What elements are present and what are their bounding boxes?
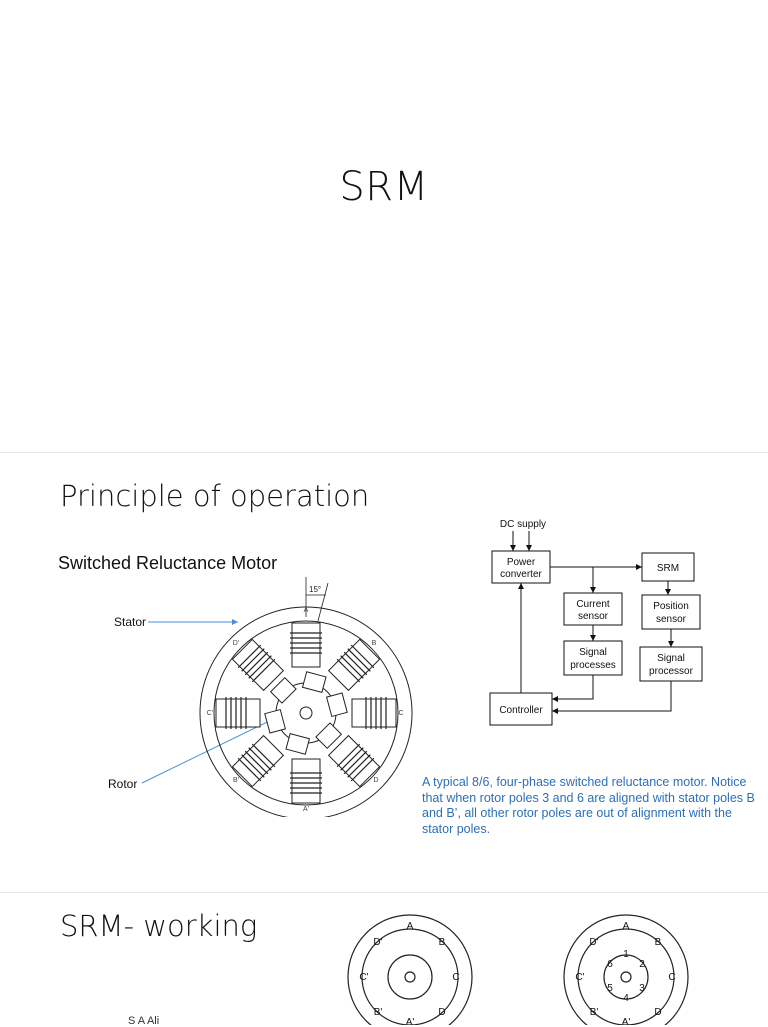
slide-title-text: SRM bbox=[339, 164, 429, 210]
srm-cross-section: 15° A B C D A' B' C' D' bbox=[199, 577, 413, 817]
angle-label: 15° bbox=[309, 585, 321, 594]
rotor-label: Rotor bbox=[108, 777, 138, 791]
svg-text:C': C' bbox=[575, 972, 584, 983]
svg-text:Current: Current bbox=[576, 599, 610, 610]
svg-text:5: 5 bbox=[607, 983, 613, 994]
partial-text: S A Ali bbox=[128, 1015, 160, 1027]
svg-text:B': B' bbox=[233, 777, 239, 784]
svg-text:C': C' bbox=[359, 972, 368, 983]
slide-title: SRM bbox=[0, 0, 768, 452]
svg-text:D: D bbox=[654, 1007, 661, 1018]
principle-heading: Principle of operation bbox=[60, 479, 370, 513]
svg-text:Power: Power bbox=[507, 557, 536, 568]
svg-text:Signal: Signal bbox=[579, 647, 607, 658]
rotor bbox=[264, 671, 348, 755]
svg-text:C: C bbox=[452, 972, 459, 983]
svg-text:B: B bbox=[439, 937, 446, 948]
diagram-caption: A typical 8/6, four-phase switched reluc… bbox=[422, 775, 755, 836]
slide-working: SRM- working S A Ali A B C D A' B' C' D' bbox=[0, 892, 768, 1027]
svg-text:processes: processes bbox=[570, 660, 616, 671]
motor-aligned-diagram: A B C D A' B' C' D' bbox=[347, 914, 473, 1025]
svg-text:2: 2 bbox=[639, 959, 645, 970]
motor-subheading: Switched Reluctance Motor bbox=[58, 553, 278, 573]
dc-supply-label: DC supply bbox=[500, 519, 546, 530]
windings bbox=[225, 632, 387, 794]
slide-principle: Principle of operation Switched Reluctan… bbox=[0, 452, 768, 893]
svg-text:1: 1 bbox=[623, 949, 629, 960]
svg-text:D': D' bbox=[233, 640, 239, 647]
svg-text:sensor: sensor bbox=[578, 611, 609, 622]
svg-text:Signal: Signal bbox=[657, 653, 685, 664]
svg-text:A: A bbox=[623, 921, 630, 932]
svg-text:sensor: sensor bbox=[656, 614, 687, 625]
svg-text:A': A' bbox=[303, 806, 309, 813]
stator-arrowhead bbox=[232, 619, 238, 625]
svg-text:C: C bbox=[398, 710, 403, 717]
svg-text:B': B' bbox=[590, 1007, 599, 1018]
svg-text:C': C' bbox=[207, 710, 213, 717]
svg-text:A': A' bbox=[406, 1017, 415, 1025]
stator-pole-letters: A B C D A' B' C' D' bbox=[207, 607, 404, 813]
stator-inner-ring bbox=[213, 620, 399, 806]
svg-text:A: A bbox=[304, 607, 309, 614]
svg-text:Position: Position bbox=[653, 601, 689, 612]
svg-text:D': D' bbox=[373, 937, 382, 948]
working-heading: SRM- working bbox=[60, 909, 258, 943]
stator-label: Stator bbox=[114, 615, 147, 629]
svg-text:C: C bbox=[668, 972, 675, 983]
svg-text:A: A bbox=[407, 921, 414, 932]
angle-marker bbox=[305, 577, 329, 622]
svg-text:4: 4 bbox=[623, 993, 629, 1004]
svg-text:Controller: Controller bbox=[499, 705, 543, 716]
svg-text:A': A' bbox=[622, 1017, 631, 1025]
svg-text:D: D bbox=[438, 1007, 445, 1018]
svg-text:6: 6 bbox=[607, 959, 613, 970]
svg-text:converter: converter bbox=[500, 569, 542, 580]
svg-text:B: B bbox=[372, 640, 377, 647]
svg-text:B': B' bbox=[374, 1007, 383, 1018]
motor-rotated-diagram: A B C D A' B' C' D' 1 2 3 4 5 6 bbox=[563, 914, 689, 1025]
svg-text:B: B bbox=[655, 937, 662, 948]
block-diagram: DC supply bbox=[489, 519, 703, 726]
stator-poles bbox=[215, 622, 397, 804]
svg-text:D: D bbox=[373, 777, 378, 784]
svg-text:processor: processor bbox=[649, 666, 694, 677]
svg-text:D': D' bbox=[589, 937, 598, 948]
svg-text:SRM: SRM bbox=[657, 563, 679, 574]
svg-text:3: 3 bbox=[639, 983, 645, 994]
